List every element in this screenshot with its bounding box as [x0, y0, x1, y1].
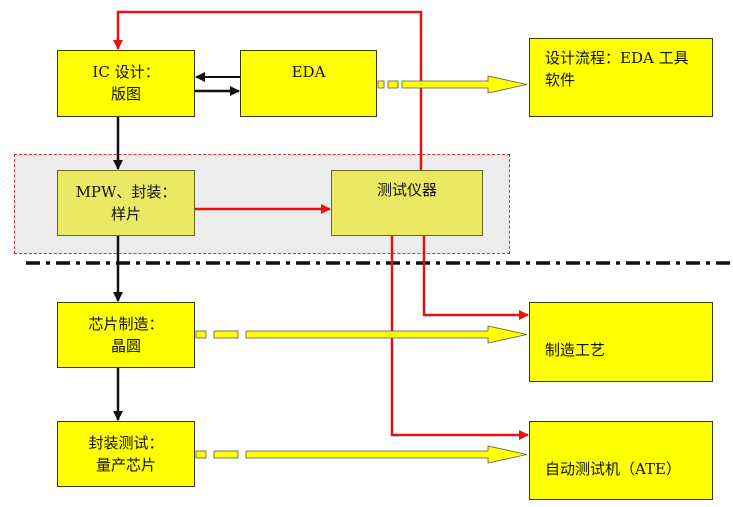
test-instrument-label: 测试仪器 [376, 181, 437, 199]
mpw-package-box[interactable]: MPW、封装： 样片 [57, 170, 195, 236]
eda-box[interactable]: EDA [240, 50, 377, 117]
mpw-package-line2: 样片 [110, 205, 141, 223]
design-flow-box[interactable]: 设计流程：EDA 工具 软件 [529, 38, 713, 117]
package-test-line2: 量产芯片 [95, 456, 156, 474]
test-to-ate-arrow [390, 236, 529, 440]
package-to-ate-yellow-arrow [195, 445, 528, 464]
test-to-ic-feedback-arrow [113, 10, 423, 170]
package-test-box[interactable]: 封装测试： 量产芯片 [57, 421, 195, 487]
ic-design-box[interactable]: IC 设计： 版图 [57, 50, 195, 117]
ic-design-line2: 版图 [110, 85, 141, 103]
chip-to-process-yellow-arrow [195, 325, 528, 344]
design-flow-line2: 软件 [545, 71, 576, 89]
process-box[interactable]: 制造工艺 [529, 302, 713, 382]
test-instrument-box[interactable]: 测试仪器 [331, 170, 483, 236]
test-to-process-arrow [422, 236, 529, 320]
eda-label: EDA [291, 63, 326, 81]
chip-manufacture-line2: 晶圆 [110, 337, 141, 355]
process-label: 制造工艺 [545, 341, 606, 359]
design-flow-line1: 设计流程：EDA 工具 [545, 49, 689, 67]
chip-manufacture-line1: 芯片制造： [88, 315, 164, 333]
mpw-package-line1: MPW、封装： [75, 183, 177, 201]
package-test-line1: 封装测试： [88, 434, 164, 452]
eda-to-design-flow-yellow-arrow [377, 75, 528, 94]
ate-label: 自动测试机（ATE） [545, 460, 681, 478]
ic-design-line1: IC 设计： [92, 63, 160, 81]
chip-manufacture-box[interactable]: 芯片制造： 晶圆 [57, 302, 195, 368]
ate-box[interactable]: 自动测试机（ATE） [529, 421, 713, 500]
